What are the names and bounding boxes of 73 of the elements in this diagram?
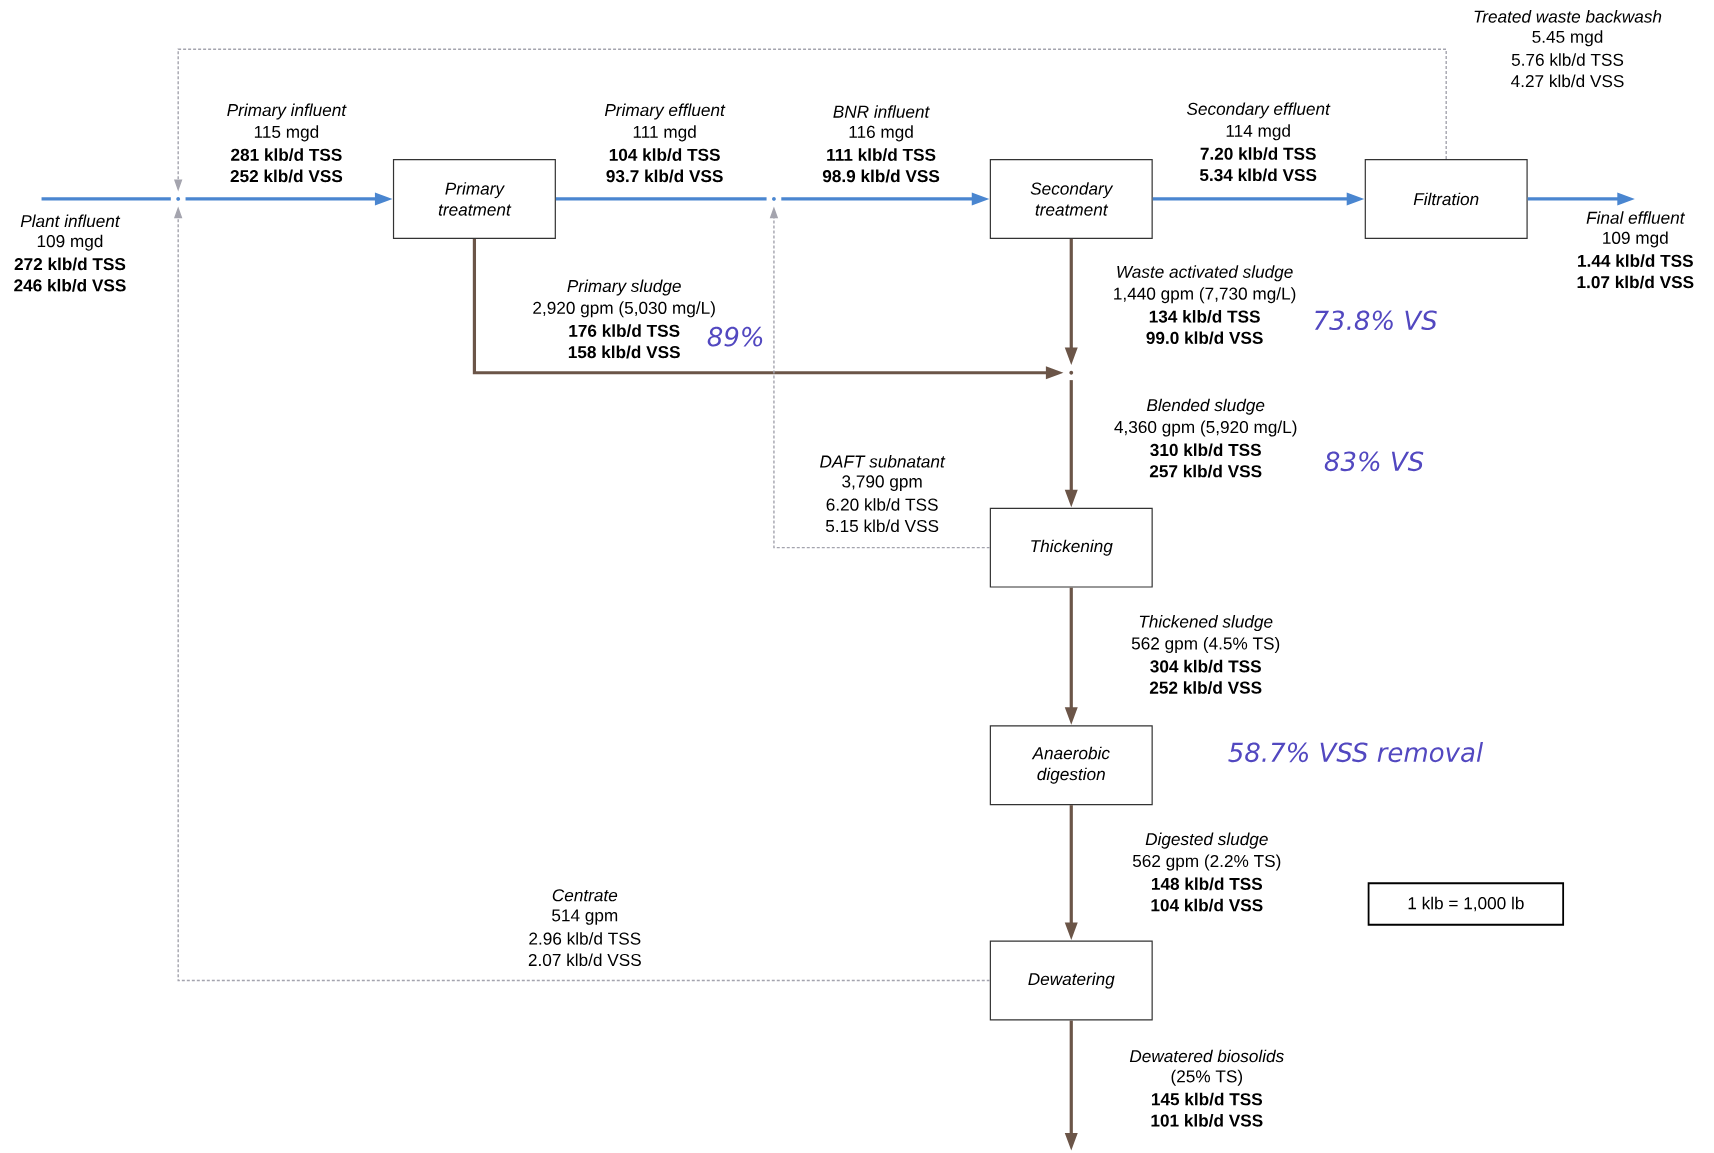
process-box: Dewatering — [989, 940, 1153, 1021]
stream-value: 111 klb/d TSS — [827, 148, 936, 161]
stream-value: 109 mgd — [37, 234, 103, 251]
stream-value: 304 klb/d TSS — [1150, 659, 1261, 673]
stream-name: Treated waste backwash — [1474, 10, 1662, 23]
stream-name: Primary sludge — [567, 279, 681, 296]
stream-value: 246 klb/d VSS — [14, 278, 126, 292]
stream-value: 5.76 klb/d TSS — [1511, 53, 1624, 66]
process-box: Anaerobic digestion — [989, 725, 1153, 806]
stream-name: Secondary effluent — [1186, 102, 1331, 119]
stream-value: 109 mgd — [1603, 231, 1668, 248]
stream-value: 104 klb/d VSS — [1151, 898, 1263, 912]
process-box: Thickening — [989, 507, 1153, 588]
stream-value: 5.45 mgd — [1532, 30, 1603, 47]
stream-value: 99.0 klb/d VSS — [1146, 331, 1263, 345]
process-box: Secondary treatment — [989, 158, 1153, 239]
stream-value: 1.44 klb/d TSS — [1578, 254, 1693, 267]
stream-value: 252 klb/d VSS — [230, 169, 343, 183]
stream-value: 116 mgd — [849, 125, 913, 142]
stream-value: 104 klb/d TSS — [609, 148, 720, 161]
stream-value: 115 mgd — [254, 125, 319, 142]
stream-value: 101 klb/d VSS — [1151, 1113, 1263, 1127]
stream-value: 3,790 gpm — [842, 475, 922, 491]
stream-value: 145 klb/d TSS — [1152, 1092, 1263, 1106]
stream-name: BNR influent — [833, 105, 930, 118]
stream-name: Dewatered biosolids — [1129, 1049, 1284, 1063]
stream-value: 257 klb/d VSS — [1149, 464, 1262, 478]
stream-name: Waste activated sludge — [1117, 265, 1293, 282]
stream-value: 148 klb/d TSS — [1152, 877, 1263, 891]
stream-value: 1.07 klb/d VSS — [1577, 275, 1694, 289]
stream-name: Primary influent — [227, 103, 347, 120]
flow-line — [555, 197, 767, 201]
stream-value: 111 mgd — [633, 125, 696, 142]
stream-value: 98.9 klb/d VSS — [822, 169, 940, 183]
stream-value: 514 gpm — [552, 909, 618, 925]
stream-value: 1,440 gpm (7,730 mg/L) — [1114, 287, 1296, 304]
stream-name: Final effluent — [1586, 211, 1686, 224]
stream-name: Digested sludge — [1145, 832, 1268, 849]
stream-value: 562 gpm (4.5% TS) — [1131, 636, 1280, 653]
stream-name: Blended sludge — [1146, 398, 1265, 415]
stream-name: DAFT subnatant — [820, 454, 946, 468]
handwritten-note: 58.7% VSS removal — [1228, 741, 1484, 762]
flow-line — [41, 197, 171, 201]
stream-value: 252 klb/d VSS — [1149, 681, 1262, 694]
stream-value: 93.7 klb/d VSS — [606, 169, 723, 183]
stream-name: Thickened sludge — [1139, 614, 1273, 631]
stream-value: 6.20 klb/d TSS — [826, 498, 938, 511]
stream-value: (25% TS) — [1171, 1069, 1243, 1086]
handwritten-note: 89% — [707, 326, 763, 347]
stream-value: 2.96 klb/d TSS — [529, 932, 641, 945]
stream-value: 176 klb/d TSS — [569, 324, 680, 337]
stream-value: 281 klb/d TSS — [231, 148, 342, 161]
handwritten-note: 83% VS — [1324, 451, 1424, 471]
stream-value: 7.20 klb/d TSS — [1200, 147, 1316, 160]
stream-name: Centrate — [552, 889, 618, 902]
note-box: 1 klb = 1,000 lb — [1367, 882, 1565, 926]
stream-value: 272 klb/d TSS — [14, 257, 126, 271]
stream-value: 2.07 klb/d VSS — [528, 953, 641, 966]
stream-value: 134 klb/d TSS — [1149, 309, 1260, 323]
stream-value: 5.15 klb/d VSS — [825, 519, 939, 532]
stream-value: 114 mgd — [1226, 124, 1290, 141]
stream-name: Primary effluent — [604, 103, 726, 120]
stream-name: Plant influent — [20, 214, 121, 227]
stream-value: 4.27 klb/d VSS — [1511, 74, 1624, 88]
stream-value: 158 klb/d VSS — [568, 345, 680, 359]
stream-value: 562 gpm (2.2% TS) — [1132, 854, 1281, 871]
stream-value: 5.34 klb/d VSS — [1199, 168, 1317, 182]
stream-value: 2,920 gpm (5,030 mg/L) — [533, 301, 715, 318]
stream-value: 310 klb/d TSS — [1150, 443, 1261, 457]
stream-value: 4,360 gpm (5,920 mg/L) — [1114, 420, 1297, 437]
process-box: Filtration — [1364, 158, 1528, 239]
process-box: Primary treatment — [392, 158, 556, 239]
handwritten-note: 73.8% VS — [1315, 310, 1437, 330]
